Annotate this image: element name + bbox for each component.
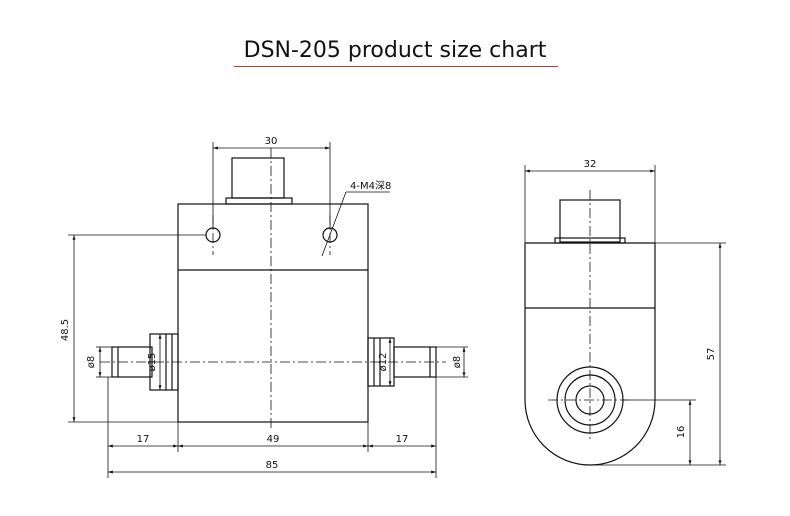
dim-right-shaft: ø8 bbox=[452, 356, 463, 368]
dim-side-height: 57 bbox=[706, 348, 717, 361]
front-view bbox=[111, 157, 437, 423]
title-underline bbox=[234, 66, 558, 67]
dim-right-length: 17 bbox=[396, 434, 409, 445]
dim-right-flange: ø12 bbox=[378, 353, 389, 372]
dim-thread: 4-M4深8 bbox=[350, 180, 391, 192]
dim-left-length: 17 bbox=[137, 434, 150, 445]
dim-side-width: 32 bbox=[584, 159, 597, 170]
dim-total-length: 85 bbox=[266, 460, 279, 471]
left-shaft bbox=[111, 346, 153, 378]
dim-left-flange: ø15 bbox=[147, 353, 158, 372]
dim-height: 48.5 bbox=[60, 319, 71, 341]
dim-left-shaft: ø8 bbox=[86, 356, 97, 368]
connector-flange bbox=[225, 197, 293, 205]
side-dimension-lines bbox=[524, 165, 726, 466]
front-dimension-lines bbox=[68, 142, 468, 478]
dim-top-spacing: 30 bbox=[265, 136, 278, 147]
main-body bbox=[177, 203, 369, 423]
top-connector bbox=[231, 157, 285, 199]
dim-center-height: 16 bbox=[676, 426, 687, 439]
dim-body-length: 49 bbox=[267, 434, 280, 445]
side-centerlines bbox=[548, 190, 632, 440]
page-title: DSN-205 product size chart bbox=[243, 38, 547, 63]
